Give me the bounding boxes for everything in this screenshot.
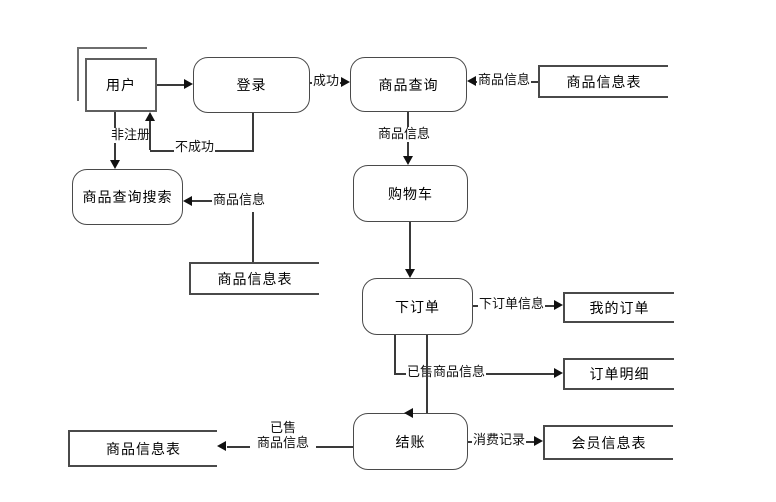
node-cart-label: 购物车 <box>388 186 433 203</box>
edge-label-sold-line1: 已售 <box>269 421 296 436</box>
store-product-table-mid-label: 商品信息表 <box>217 271 293 288</box>
store-product-table-mid[interactable]: 商品信息表 <box>189 262 319 295</box>
edge-label-unregistered: 非注册 <box>110 128 152 143</box>
edge-order-myorders-arrowhead-icon <box>554 300 563 310</box>
store-product-table-bottom-label: 商品信息表 <box>106 441 181 458</box>
store-product-table-bottom[interactable]: 商品信息表 <box>68 430 217 467</box>
node-place-order-label: 下订单 <box>395 299 440 316</box>
node-place-order[interactable]: 下订单 <box>362 278 473 335</box>
edge-order-detail-line-v <box>394 335 396 375</box>
edge-label-product-info-search: 商品信息 <box>212 193 267 208</box>
edge-checkout-member-arrowhead-icon <box>534 436 543 446</box>
store-my-orders-label: 我的订单 <box>589 300 650 317</box>
edge-label-order-info: 下订单信息 <box>478 297 546 312</box>
node-checkout-label: 结账 <box>395 434 426 451</box>
edge-order-checkout-line <box>426 335 428 413</box>
node-login-label: 登录 <box>236 78 267 94</box>
store-member-table[interactable]: 会员信息表 <box>543 425 673 460</box>
node-product-query-label: 商品查询 <box>378 77 439 94</box>
store-my-orders[interactable]: 我的订单 <box>563 292 674 323</box>
edge-query-cart-arrowhead-icon <box>403 156 413 165</box>
node-product-search-label: 商品查询搜索 <box>82 190 173 206</box>
edge-user-login-arrowhead-icon <box>184 79 193 89</box>
store-member-table-label: 会员信息表 <box>571 435 647 452</box>
edge-order-detail-arrowhead-icon <box>554 368 563 378</box>
node-user-label: 用户 <box>106 78 136 94</box>
edge-fail-line-down <box>252 113 254 152</box>
edge-tablemid-search-arrowhead-icon <box>183 196 192 206</box>
edge-cart-order-arrowhead-icon <box>405 269 415 278</box>
node-user[interactable]: 用户 <box>85 58 157 112</box>
node-cart[interactable]: 购物车 <box>353 165 468 222</box>
edge-label-sold-two-line: 已售 商品信息 <box>250 421 316 451</box>
edge-label-product-info-query: 商品信息 <box>477 73 532 88</box>
edge-label-success: 成功 <box>312 74 341 89</box>
store-product-table-top[interactable]: 商品信息表 <box>538 65 668 98</box>
edge-label-product-info-cart: 商品信息 <box>377 127 432 142</box>
edge-checkout-tablebottom-arrowhead-icon <box>217 441 226 451</box>
edge-tablemid-search-line-v <box>252 212 254 262</box>
node-product-search[interactable]: 商品查询搜索 <box>72 169 183 225</box>
node-checkout[interactable]: 结账 <box>353 413 468 470</box>
node-product-query[interactable]: 商品查询 <box>350 57 467 112</box>
edge-label-sold-line2: 商品信息 <box>256 436 309 451</box>
user-entity-offset-border <box>77 47 147 101</box>
store-order-detail[interactable]: 订单明细 <box>563 358 674 390</box>
edge-user-search-arrowhead-icon <box>110 160 120 169</box>
edge-tabletop-query-arrowhead-icon <box>467 76 476 86</box>
edge-label-sold-product-info: 已售商品信息 <box>406 365 487 380</box>
edge-login-query-arrowhead-icon <box>341 77 350 87</box>
node-login[interactable]: 登录 <box>193 57 310 113</box>
store-order-detail-label: 订单明细 <box>589 367 650 383</box>
store-product-table-top-label: 商品信息表 <box>566 74 642 91</box>
edge-cart-order-line <box>409 222 411 269</box>
edge-fail-line-up <box>149 121 151 150</box>
edge-user-login-line <box>157 84 185 86</box>
edge-label-fail: 不成功 <box>174 140 216 155</box>
edge-order-checkout-arrowhead-icon <box>404 408 413 418</box>
edge-fail-arrowhead-icon <box>145 112 155 121</box>
edge-label-consume-record: 消费记录 <box>472 433 527 448</box>
